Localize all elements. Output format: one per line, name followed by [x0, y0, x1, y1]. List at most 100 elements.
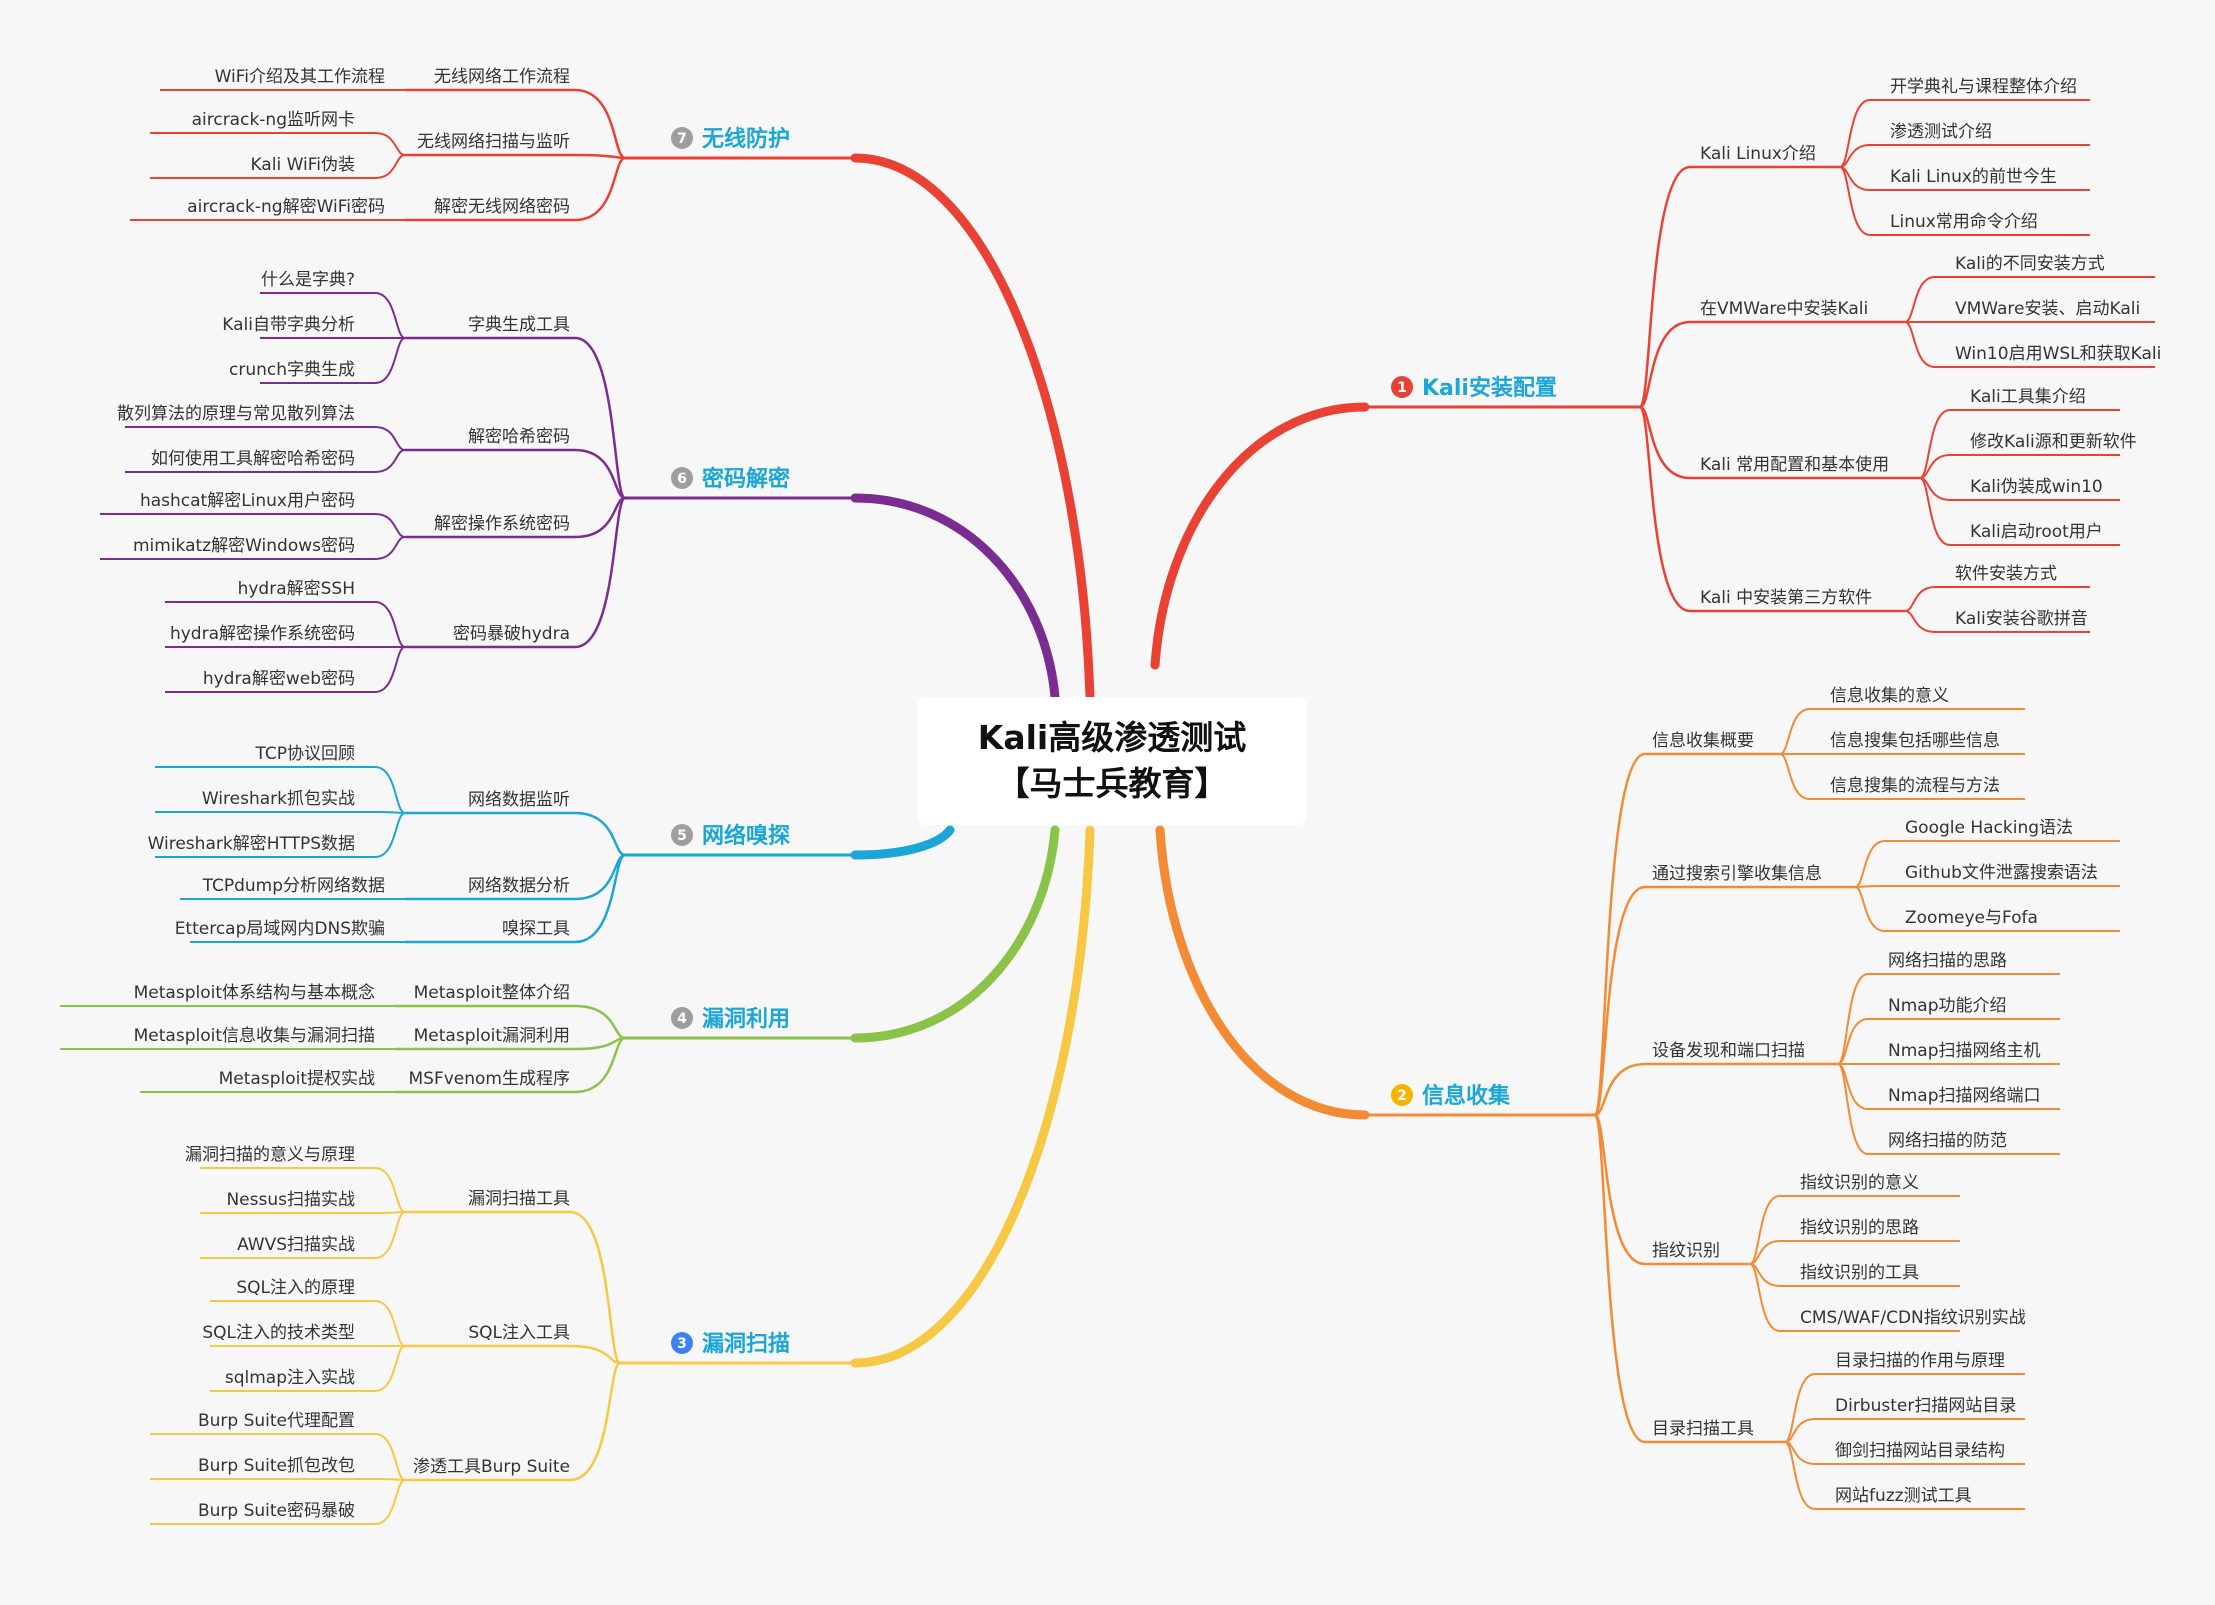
leaf-topic[interactable]: Burp Suite代理配置 — [150, 1411, 406, 1481]
leaf-topic[interactable]: Zoomeye与Fofa — [1854, 886, 2120, 932]
leaf-topic[interactable]: Kali WiFi伪装 — [150, 154, 406, 179]
number-circle-icon — [1391, 376, 1413, 398]
leaf-topic[interactable]: 漏洞扫描的意义与原理 — [185, 1145, 406, 1213]
leaf-topic[interactable]: mimikatz解密Windows密码 — [100, 536, 406, 560]
leaf-topic[interactable]: VMWare安装、启动Kali — [1905, 299, 2155, 323]
leaf-topic[interactable]: Nmap扫描网络端口 — [1837, 1063, 2060, 1110]
leaf-topic[interactable]: 信息收集的意义 — [1779, 686, 2025, 755]
leaf-topic[interactable]: 御剑扫描网站目录结构 — [1784, 1441, 2025, 1465]
branch-title-b5[interactable]: 网络嗅探 — [702, 823, 790, 849]
subtopic-b2-2[interactable]: 设备发现和端口扫描网络扫描的思路Nmap功能介绍Nmap扫描网络主机Nmap扫描… — [1594, 951, 2060, 1155]
leaf-topic[interactable]: Nessus扫描实战 — [200, 1190, 406, 1214]
leaf-topic[interactable]: Dirbuster扫描网站目录 — [1784, 1396, 2025, 1443]
leaf-topic[interactable]: 信息搜集的流程与方法 — [1779, 753, 2025, 800]
branch-title-b7[interactable]: 无线防护 — [702, 126, 790, 152]
leaf-topic[interactable]: 渗透测试介绍 — [1839, 122, 2090, 168]
leaf-topic[interactable]: hydra解密web密码 — [165, 646, 406, 693]
leaf-topic[interactable]: AWVS扫描实战 — [200, 1211, 406, 1259]
leaf-topic[interactable]: hashcat解密Linux用户密码 — [100, 491, 406, 538]
subtopic-b2-3[interactable]: 指纹识别指纹识别的意义指纹识别的思路指纹识别的工具CMS/WAF/CDN指纹识别… — [1593, 1113, 2026, 1332]
leaf-topic[interactable]: 什么是字典? — [260, 270, 406, 339]
leaf-topic[interactable]: 软件安装方式 — [1904, 564, 2090, 612]
leaf-topic[interactable]: 网站fuzz测试工具 — [1784, 1441, 2025, 1510]
leaf-topic[interactable]: Linux常用命令介绍 — [1839, 166, 2090, 236]
leaf-topic[interactable]: Kali伪装成win10 — [1919, 477, 2120, 501]
leaf-topic[interactable]: Kali自带字典分析 — [222, 315, 406, 339]
leaf-topic[interactable]: 指纹识别的思路 — [1749, 1218, 1960, 1265]
leaf-topic[interactable]: 目录扫描的作用与原理 — [1784, 1351, 2025, 1443]
branch-title-b3[interactable]: 漏洞扫描 — [702, 1331, 790, 1357]
leaf-topic[interactable]: 修改Kali源和更新软件 — [1919, 432, 2137, 479]
leaf-topic[interactable]: 散列算法的原理与常见散列算法 — [117, 404, 406, 451]
leaf-topic[interactable]: Burp Suite密码暴破 — [150, 1479, 406, 1525]
leaf-topic[interactable]: Nmap功能介绍 — [1837, 996, 2060, 1065]
leaf-topic[interactable]: SQL注入的原理 — [210, 1278, 406, 1347]
leaf-topic[interactable]: Wireshark解密HTTPS数据 — [148, 812, 406, 858]
leaf-topic[interactable]: TCP协议回顾 — [155, 744, 406, 814]
branch-title-b4[interactable]: 漏洞利用 — [702, 1006, 790, 1032]
leaf-topic[interactable]: 网络扫描的防范 — [1837, 1063, 2060, 1155]
leaf-connector — [1854, 840, 1886, 888]
leaf-topic[interactable]: Burp Suite抓包改包 — [150, 1456, 406, 1481]
branch-number: 4 — [677, 1011, 687, 1027]
leaf-topic[interactable]: Google Hacking语法 — [1854, 818, 2120, 888]
subtopic-b1-1[interactable]: 在VMWare中安装KaliKali的不同安装方式VMWare安装、启动Kali… — [1639, 254, 2161, 409]
leaf-topic[interactable]: 信息搜集包括哪些信息 — [1780, 731, 2025, 755]
leaf-topic[interactable]: 指纹识别的工具 — [1749, 1263, 1960, 1287]
leaf-topic[interactable]: Kali启动root用户 — [1919, 477, 2120, 546]
leaf-topic[interactable]: Github文件泄露搜索语法 — [1854, 863, 2120, 888]
leaf-label: 信息搜集的流程与方法 — [1830, 776, 2000, 796]
leaf-topic[interactable]: SQL注入的技术类型 — [202, 1323, 405, 1347]
leaf-topic[interactable]: WiFi介绍及其工作流程 — [160, 67, 405, 91]
leaf-topic[interactable]: hydra解密操作系统密码 — [165, 624, 405, 648]
leaf-topic[interactable]: Win10启用WSL和获取Kali — [1904, 321, 2161, 368]
leaf-topic[interactable]: sqlmap注入实战 — [210, 1345, 406, 1392]
leaf-topic[interactable]: crunch字典生成 — [229, 337, 406, 384]
leaf-topic[interactable]: 指纹识别的意义 — [1749, 1173, 1960, 1265]
leaf-topic[interactable]: 如何使用工具解密哈希密码 — [125, 448, 406, 473]
root-topic[interactable]: Kali高级渗透测试 【马士兵教育】 — [918, 697, 1306, 825]
leaf-topic[interactable]: Metasploit提权实战 — [140, 1069, 395, 1093]
leaf-topic[interactable]: Kali安装谷歌拼音 — [1904, 609, 2090, 633]
leaf-topic[interactable]: hydra解密SSH — [165, 579, 406, 648]
subtopic-b6-3[interactable]: 密码暴破hydrahydra解密SSHhydra解密操作系统密码hydra解密w… — [165, 496, 627, 693]
subtopic-b2-4[interactable]: 目录扫描工具目录扫描的作用与原理Dirbuster扫描网站目录御剑扫描网站目录结… — [1593, 1113, 2025, 1510]
subtopic-label: 漏洞扫描工具 — [468, 1189, 570, 1209]
leaf-topic[interactable]: Kali工具集介绍 — [1919, 387, 2120, 479]
leaf-topic[interactable]: Kali Linux的前世今生 — [1839, 166, 2090, 191]
leaf-topic[interactable]: Metasploit信息收集与漏洞扫描 — [60, 1026, 395, 1050]
branch-title-b1[interactable]: Kali安装配置 — [1422, 375, 1557, 401]
leaf-topic[interactable]: Ettercap局域网内DNS欺骗 — [175, 919, 405, 943]
leaf-topic[interactable]: TCPdump分析网络数据 — [180, 876, 405, 900]
subtopic-b5-0[interactable]: 网络数据监听TCP协议回顾Wireshark抓包实战Wireshark解密HTT… — [148, 744, 626, 858]
subtopic-b1-2[interactable]: Kali 常用配置和基本使用Kali工具集介绍修改Kali源和更新软件Kali伪… — [1639, 387, 2137, 546]
leaf-topic[interactable]: Metasploit体系结构与基本概念 — [60, 982, 395, 1007]
leaf-topic[interactable]: aircrack-ng监听网卡 — [150, 110, 406, 156]
subtopic-b6-2[interactable]: 解密操作系统密码hashcat解密Linux用户密码mimikatz解密Wind… — [100, 491, 626, 560]
branch-title-b2[interactable]: 信息收集 — [1422, 1083, 1511, 1109]
leaf-topic[interactable]: aircrack-ng解密WiFi密码 — [130, 197, 405, 221]
leaf-topic[interactable]: Wireshark抓包实战 — [155, 789, 406, 814]
leaf-topic[interactable]: CMS/WAF/CDN指纹识别实战 — [1749, 1263, 2026, 1332]
leaf-topic[interactable]: Kali的不同安装方式 — [1904, 254, 2155, 323]
branch-title-b6[interactable]: 密码解密 — [702, 466, 790, 492]
leaf-topic[interactable]: Nmap扫描网络主机 — [1838, 1041, 2060, 1065]
